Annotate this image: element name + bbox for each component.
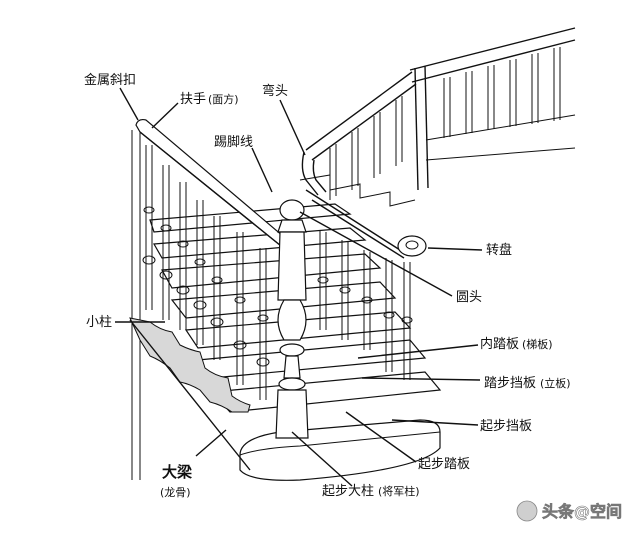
label-riser: 踏步挡板 — [484, 376, 536, 391]
label-riser-note: (立板) — [540, 376, 571, 390]
label-metal-clip: 金属斜扣 — [84, 72, 136, 88]
leader-lines — [115, 87, 483, 487]
label-handrail: 扶手 — [180, 92, 206, 107]
lower-balusters — [142, 145, 270, 400]
label-starting-riser: 起步挡板 — [480, 419, 532, 434]
upper-flight — [299, 71, 417, 207]
label-handrail-note: (面方) — [208, 92, 239, 106]
stringer-body — [129, 317, 251, 471]
label-newel-post: 起步大柱 — [322, 484, 374, 499]
label-inner-tread-note: (梯板) — [522, 337, 553, 351]
right-balusters — [317, 230, 413, 380]
newel-post-shape — [275, 199, 309, 439]
label-starting-tread: 起步踏板 — [418, 457, 470, 472]
upper-gallery — [409, 27, 576, 191]
volute-shape — [397, 235, 427, 257]
watermark-logo-icon — [516, 500, 538, 522]
label-gooseneck: 弯头 — [262, 83, 288, 99]
label-baluster: 小柱 — [86, 315, 112, 330]
watermark: 头条@空间 — [516, 500, 622, 522]
diagram-labels: 金属斜扣 扶手 (面方) 弯头 踢脚线 转盘 圆头 小柱 内踏板 (梯板) 踏步… — [84, 72, 571, 499]
gooseneck-rail — [301, 151, 327, 196]
label-volute: 转盘 — [486, 242, 512, 258]
watermark-text: 头条@空间 — [542, 502, 622, 521]
label-newel-post-note: (将军柱) — [378, 484, 420, 498]
right-handrail — [305, 189, 405, 259]
label-skirting: 踢脚线 — [214, 134, 253, 150]
label-inner-tread: 内踏板 — [480, 336, 519, 352]
label-round-cap: 圆头 — [456, 290, 482, 305]
label-stringer: 大梁 — [162, 463, 193, 481]
label-stringer-note: (龙骨) — [160, 486, 191, 499]
